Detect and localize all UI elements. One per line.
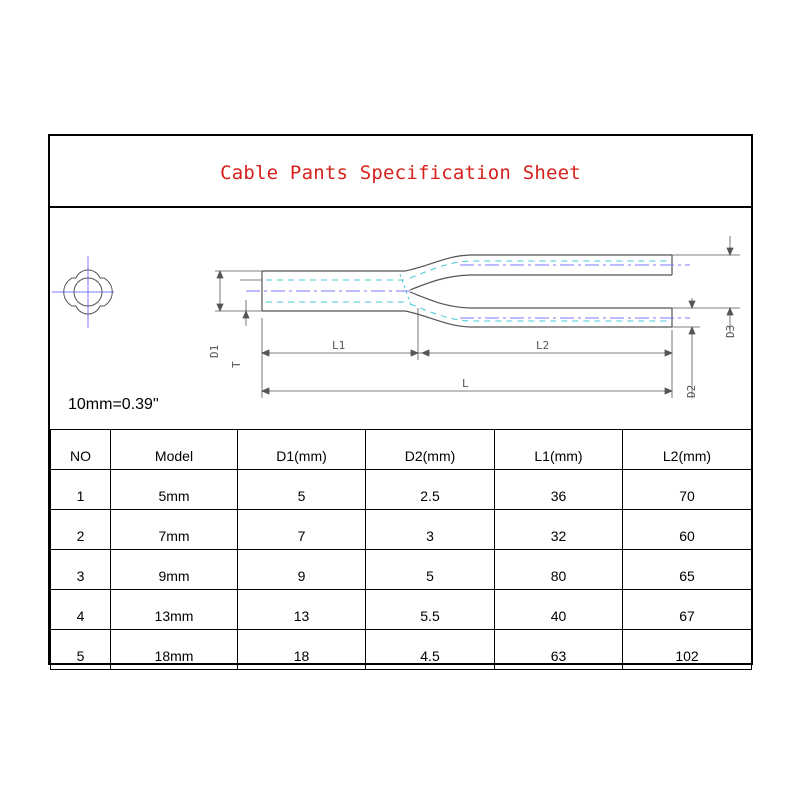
table-row: 1 5mm 5 2.5 36 70 xyxy=(50,469,752,510)
cell-l2: 60 xyxy=(622,509,752,550)
cell-d2: 5.5 xyxy=(365,589,495,630)
cell-l2: 70 xyxy=(622,469,752,510)
cell-no: 1 xyxy=(50,469,111,510)
centerlines xyxy=(246,264,690,319)
header-l2: L2(mm) xyxy=(622,429,752,470)
header-d1: D1(mm) xyxy=(237,429,366,470)
cell-model: 5mm xyxy=(110,469,238,510)
label-d2: D2 xyxy=(685,385,698,398)
label-l: L xyxy=(462,377,469,390)
cell-d1: 9 xyxy=(237,549,366,590)
cell-no: 3 xyxy=(50,549,111,590)
cell-d1: 5 xyxy=(237,469,366,510)
label-t: T xyxy=(230,361,243,368)
cell-model: 9mm xyxy=(110,549,238,590)
table-row: 2 7mm 7 3 32 60 xyxy=(50,509,752,550)
cell-d2: 2.5 xyxy=(365,469,495,510)
table-header-row: NO Model D1(mm) D2(mm) L1(mm) L2(mm) xyxy=(50,429,752,470)
cell-l1: 63 xyxy=(494,629,623,670)
cell-l2: 65 xyxy=(622,549,752,590)
header-l1: L1(mm) xyxy=(494,429,623,470)
title-row: Cable Pants Specification Sheet xyxy=(50,136,751,208)
cell-l2: 102 xyxy=(622,629,752,670)
cell-d1: 7 xyxy=(237,509,366,550)
cell-l1: 40 xyxy=(494,589,623,630)
spec-table: NO Model D1(mm) D2(mm) L1(mm) L2(mm) 1 5… xyxy=(50,429,752,670)
cell-d1: 13 xyxy=(237,589,366,630)
table-row: 4 13mm 13 5.5 40 67 xyxy=(50,589,752,630)
cell-d2: 5 xyxy=(365,549,495,590)
cross-section-view xyxy=(52,256,114,328)
header-d2: D2(mm) xyxy=(365,429,495,470)
cell-d2: 4.5 xyxy=(365,629,495,670)
specification-sheet: Cable Pants Specification Sheet xyxy=(48,134,753,670)
tube-body xyxy=(261,254,673,328)
cell-no: 5 xyxy=(50,629,111,670)
technical-drawing: D1 T L1 L2 L D2 D3 10mm=0.39" xyxy=(50,208,751,430)
cell-l2: 67 xyxy=(622,589,752,630)
cell-d2: 3 xyxy=(365,509,495,550)
label-l1: L1 xyxy=(332,339,345,352)
cell-model: 13mm xyxy=(110,589,238,630)
cell-l1: 80 xyxy=(494,549,623,590)
label-d1: D1 xyxy=(208,345,221,358)
cable-pants-diagram: D1 T L1 L2 L D2 D3 xyxy=(52,236,740,398)
label-l2: L2 xyxy=(536,339,549,352)
sheet-title: Cable Pants Specification Sheet xyxy=(220,162,581,184)
cell-model: 18mm xyxy=(110,629,238,670)
cell-l1: 32 xyxy=(494,509,623,550)
cell-model: 7mm xyxy=(110,509,238,550)
dimension-lines xyxy=(215,236,740,398)
scale-note: 10mm=0.39" xyxy=(68,396,159,413)
label-d3: D3 xyxy=(724,325,737,338)
cell-d1: 18 xyxy=(237,629,366,670)
cell-l1: 36 xyxy=(494,469,623,510)
header-no: NO xyxy=(50,429,111,470)
cell-no: 4 xyxy=(50,589,111,630)
table-row: 3 9mm 9 5 80 65 xyxy=(50,549,752,590)
table-row: 5 18mm 18 4.5 63 102 xyxy=(50,629,752,670)
cell-no: 2 xyxy=(50,509,111,550)
header-model: Model xyxy=(110,429,238,470)
